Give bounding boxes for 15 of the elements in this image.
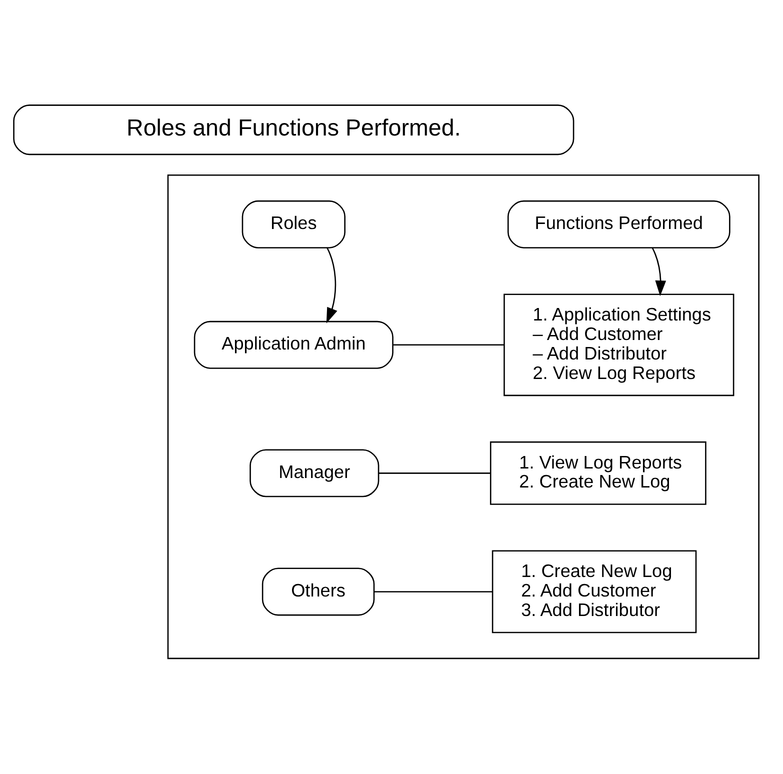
cluster [167,174,760,660]
node-box: Roles and Functions Performed. [13,104,574,156]
node-box: Others [262,568,375,616]
connector [374,591,492,592]
connector [393,344,504,346]
node-box: 1. Application Settings – Add Customer – Add Distributor 2. View Log Reports [504,294,734,396]
node-box: Roles [242,200,346,248]
node-box: Application Admin [194,320,394,369]
arrow [652,248,666,296]
arrow [326,248,338,324]
node-box: 1. Create New Log 2. Add Customer 3. Add Distributor [492,550,697,634]
node-box: 1. View Log Reports 2. Create New Log [490,441,706,505]
connector [378,472,491,474]
node-box: Functions Performed [507,200,730,248]
node-box: Manager [250,449,380,498]
